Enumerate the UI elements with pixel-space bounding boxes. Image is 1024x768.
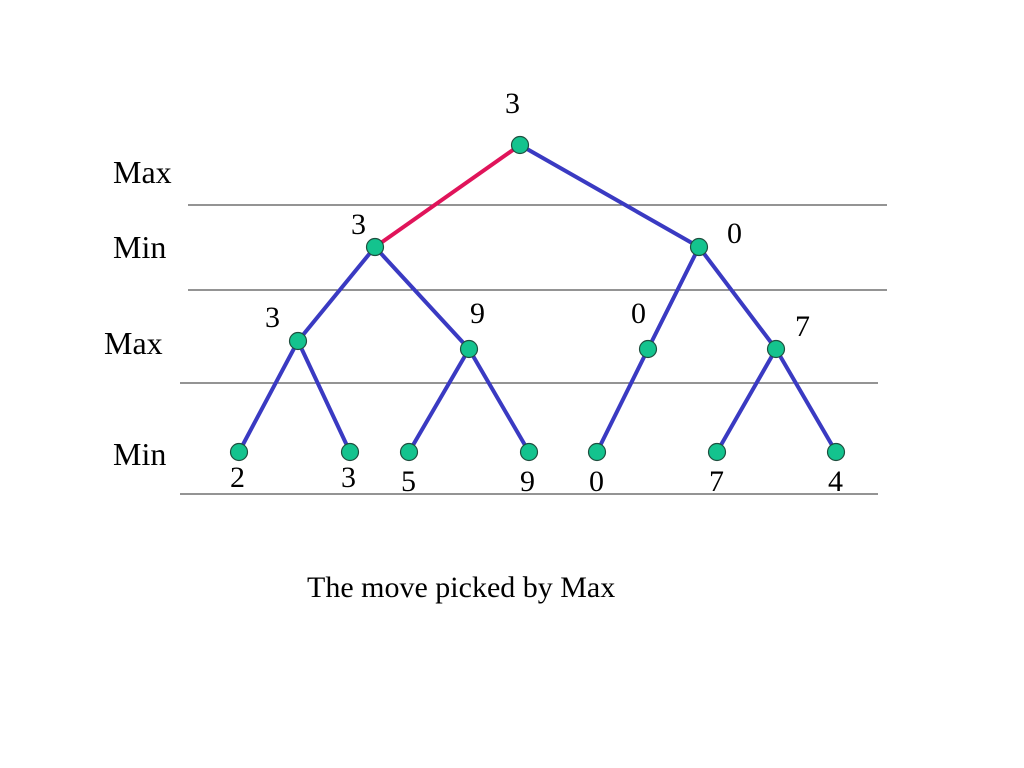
leaf-1-value: 2 [230, 461, 245, 494]
max-node-2 [459, 339, 479, 359]
chosen-move-edge [373, 143, 522, 249]
max-3-value: 0 [631, 297, 646, 330]
leaf-4-value: 9 [520, 465, 535, 498]
caption: The move picked by Max [307, 571, 615, 604]
edge-max-1-to-leaf-1 [237, 339, 300, 454]
max-node-4 [766, 339, 786, 359]
tree-edges [237, 143, 838, 454]
max-1-value: 3 [265, 301, 280, 334]
leaf-3-value: 5 [401, 465, 416, 498]
edge-min-left-to-max-1 [296, 245, 377, 343]
level-label-min-1: Min [113, 229, 166, 265]
edge-max-1-to-leaf-2 [296, 339, 352, 454]
level-label-max-1: Max [113, 154, 172, 190]
min-node-right [689, 237, 709, 257]
root-node [510, 135, 530, 155]
edge-root-to-min-right [518, 143, 701, 249]
max-4-value: 7 [795, 310, 810, 343]
leaf-node-6 [707, 442, 727, 462]
max-node-3 [638, 339, 658, 359]
max-node-1 [288, 331, 308, 351]
leaf-node-5 [587, 442, 607, 462]
edge-min-left-to-max-2 [373, 245, 471, 351]
edge-max-3-to-leaf-5 [595, 347, 650, 454]
tree-nodes [229, 135, 846, 462]
level-label-max-2: Max [104, 325, 163, 361]
min-node-left [365, 237, 385, 257]
leaf-7-value: 4 [828, 465, 843, 498]
min-left-value: 3 [351, 208, 366, 241]
leaf-node-7 [826, 442, 846, 462]
leaf-node-3 [399, 442, 419, 462]
min-right-value: 0 [727, 217, 742, 250]
leaf-node-1 [229, 442, 249, 462]
edge-max-2-to-leaf-4 [467, 347, 531, 454]
level-label-min-2: Min [113, 436, 166, 472]
edge-max-2-to-leaf-3 [407, 347, 471, 454]
max-2-value: 9 [470, 297, 485, 330]
leaf-node-2 [340, 442, 360, 462]
leaf-node-4 [519, 442, 539, 462]
edge-min-right-to-max-3 [646, 245, 701, 351]
level-separators [180, 204, 887, 495]
leaf-5-value: 0 [589, 465, 604, 498]
leaf-2-value: 3 [341, 461, 356, 494]
edge-max-4-to-leaf-7 [774, 347, 838, 454]
leaf-6-value: 7 [709, 465, 724, 498]
edge-min-right-to-max-4 [697, 245, 778, 351]
root-value: 3 [505, 87, 520, 120]
edge-max-4-to-leaf-6 [715, 347, 778, 454]
